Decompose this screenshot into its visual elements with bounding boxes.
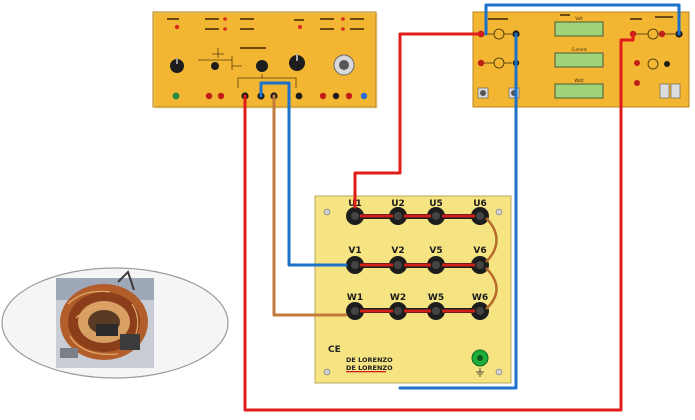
terminal-v1[interactable]: [346, 256, 364, 274]
terminal-label-u6: U6: [473, 199, 487, 209]
control-panel: [152, 11, 378, 109]
panel-knob[interactable]: [170, 58, 184, 73]
panel-rotary-switch[interactable]: [333, 54, 355, 76]
terminal-v5[interactable]: [427, 256, 445, 274]
terminal-v6[interactable]: [471, 256, 489, 274]
meter-button[interactable]: [477, 87, 489, 99]
wire-blue-top: [484, 3, 681, 36]
terminal-u5[interactable]: [427, 207, 445, 225]
star-point-jumper: [485, 217, 498, 310]
wire-red-outer: [243, 32, 635, 412]
terminal-label-w6: W6: [472, 293, 488, 303]
terminal-label-v1: V1: [348, 246, 361, 256]
earth-ground-icon: [476, 368, 484, 377]
terminal-label-u2: U2: [391, 199, 405, 209]
terminal-label-v6: V6: [473, 246, 486, 256]
terminal-w6[interactable]: [471, 302, 489, 320]
terminal-v2[interactable]: [389, 256, 407, 274]
lcd-display-volt: Volt: [554, 16, 604, 37]
display-label: Watt: [574, 78, 584, 83]
display-label: Volt: [575, 16, 583, 21]
brand-label: DE LORENZO: [346, 356, 393, 364]
terminal-w2[interactable]: [389, 302, 407, 320]
terminal-label-u5: U5: [429, 199, 443, 209]
wires: [243, 3, 681, 412]
display-label: Current: [571, 47, 586, 52]
meter-switch[interactable]: [659, 83, 681, 99]
ground-terminal[interactable]: [471, 349, 489, 367]
ce-mark: CE: [328, 345, 341, 355]
terminal-label-v2: V2: [391, 246, 404, 256]
terminal-u1[interactable]: [346, 207, 364, 225]
red-jumpers: [360, 214, 475, 313]
wire-blue-v1: [259, 81, 348, 267]
lcd-display-current: Current: [554, 47, 604, 68]
wire-blue-bottom: [385, 388, 528, 400]
terminal-u6[interactable]: [471, 207, 489, 225]
terminal-label-w1: W1: [347, 293, 363, 303]
terminal-u2[interactable]: [389, 207, 407, 225]
panel-knob[interactable]: [256, 60, 268, 72]
meter-socket: [477, 30, 683, 86]
wire-blue-meter: [398, 32, 518, 390]
panel-knob[interactable]: [289, 54, 305, 71]
motor-stator-photo: [56, 270, 154, 368]
brand-label: DE LORENZO: [346, 364, 393, 372]
panel-knob[interactable]: [211, 62, 219, 70]
wire-red-u1: [353, 32, 483, 209]
terminal-label-w5: W5: [428, 293, 444, 303]
lcd-display-watt: Watt: [554, 78, 604, 99]
stator-photo-frame: [1, 267, 229, 379]
terminal-board: U1 U2 U5 U6 V1 V2 V5 V6 W1 W2 W5 W6: [314, 195, 512, 384]
terminal-w5[interactable]: [427, 302, 445, 320]
terminal-label-v5: V5: [429, 246, 442, 256]
terminal-label-w2: W2: [390, 293, 406, 303]
panel-socket-row: [172, 92, 368, 100]
terminal-w1[interactable]: [346, 302, 364, 320]
meter-panel: Volt Current Watt: [472, 11, 690, 108]
wire-brown-w1: [272, 94, 348, 317]
